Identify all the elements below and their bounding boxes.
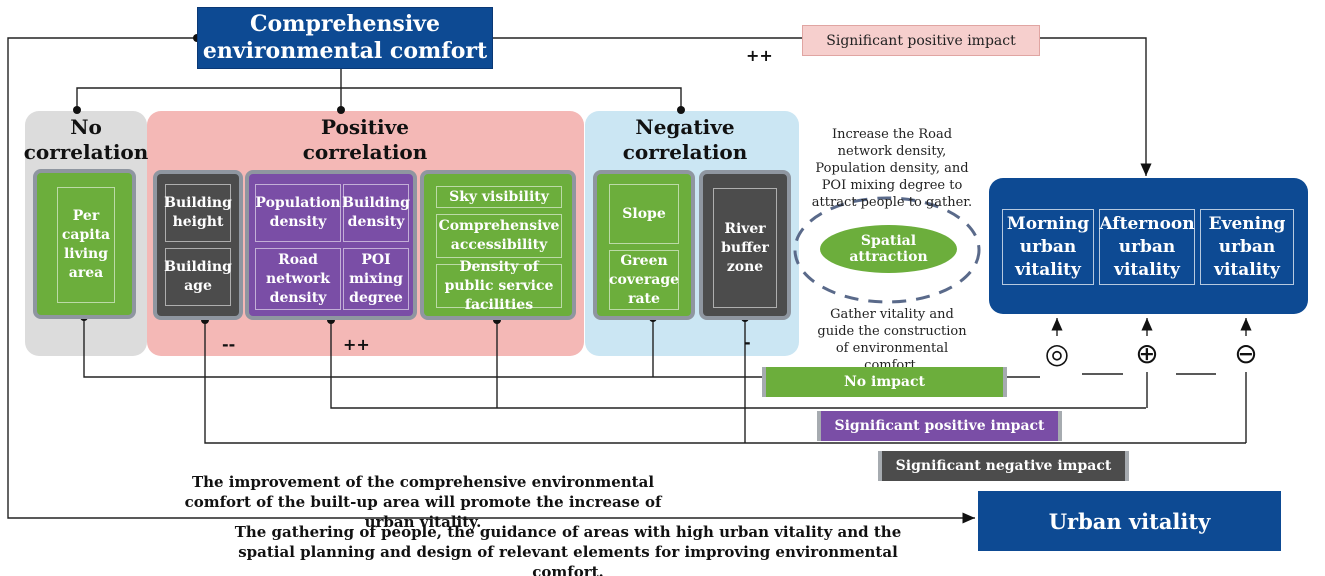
density-public-service: Density of public service facilities	[436, 259, 562, 313]
negative-green-card: Slope Green coverage rate	[593, 170, 695, 320]
no-correlation-card: Per capita living area	[33, 169, 136, 319]
title-to-vitality-line	[493, 37, 1152, 176]
sign-minus: -	[744, 333, 751, 352]
evening-urban-vitality: Evening urban vitality	[1200, 209, 1294, 285]
improvement-caption: The improvement of the comprehensive env…	[184, 473, 662, 531]
positive-correlation-heading: Positive correlation	[302, 115, 428, 164]
per-capita-living-area: Per capita living area	[57, 187, 115, 303]
sig-negative-line	[204, 320, 1246, 444]
slope: Slope	[609, 184, 679, 244]
purple-card: Population density Building density Road…	[245, 170, 417, 320]
building-height: Building height	[164, 184, 232, 242]
sign-minus-minus: --	[222, 335, 236, 354]
outer-loop-line	[7, 37, 975, 524]
spatial-note-bottom: Gather vitality and guide the constructi…	[817, 307, 967, 373]
building-dark-card: Building height Building age	[153, 170, 243, 320]
building-density: Building density	[342, 184, 410, 242]
top-sign: ++	[746, 46, 773, 65]
negative-correlation-heading: Negative correlation	[622, 115, 748, 164]
spatial-attraction: Spatial attraction	[820, 225, 957, 273]
circle-plus-icon: ⊕	[1135, 337, 1159, 370]
positive-green-card: Sky visibility Comprehensive accessibili…	[420, 170, 576, 320]
circle-minus-icon: ⊖	[1234, 337, 1258, 370]
green-coverage-rate: Green coverage rate	[609, 250, 679, 310]
sign-plus-plus: ++	[343, 335, 370, 354]
double-circle-icon: ◎	[1044, 337, 1070, 370]
gathering-caption: The gathering of people, the guidance of…	[234, 523, 902, 576]
river-buffer-zone: River buffer zone	[713, 188, 777, 308]
poi-mixing-degree: POI mixing degree	[343, 248, 409, 310]
comprehensive-comfort-title: Comprehensive environmental comfort	[197, 7, 493, 69]
sig-positive-line	[330, 320, 1146, 409]
no-impact-line	[83, 317, 1040, 378]
vitality-panel: Morning urban vitality Afternoon urban v…	[989, 178, 1308, 314]
title-branch-line	[76, 87, 682, 110]
spatial-dashed-ellipse	[793, 196, 981, 304]
no-impact-bar: No impact	[762, 367, 1007, 397]
spatial-note-top: Increase the Road network density, Popul…	[811, 127, 973, 210]
morning-urban-vitality: Morning urban vitality	[1002, 209, 1094, 285]
comprehensive-accessibility: Comprehensive accessibility	[436, 214, 562, 258]
urban-vitality-box: Urban vitality	[978, 491, 1281, 551]
title-text: Comprehensive environmental comfort	[202, 11, 488, 64]
no-correlation-heading: No correlation	[23, 115, 149, 164]
road-network-density: Road network density	[255, 248, 341, 310]
afternoon-urban-vitality: Afternoon urban vitality	[1099, 209, 1195, 285]
building-age: Building age	[164, 248, 232, 306]
sky-visibility: Sky visibility	[436, 186, 562, 208]
river-dark-card: River buffer zone	[699, 170, 791, 320]
top-impact-label: Significant positive impact	[802, 25, 1040, 56]
sig-positive-bar: Significant positive impact	[817, 411, 1062, 441]
sig-negative-bar: Significant negative impact	[878, 451, 1129, 481]
population-density: Population density	[255, 184, 341, 242]
